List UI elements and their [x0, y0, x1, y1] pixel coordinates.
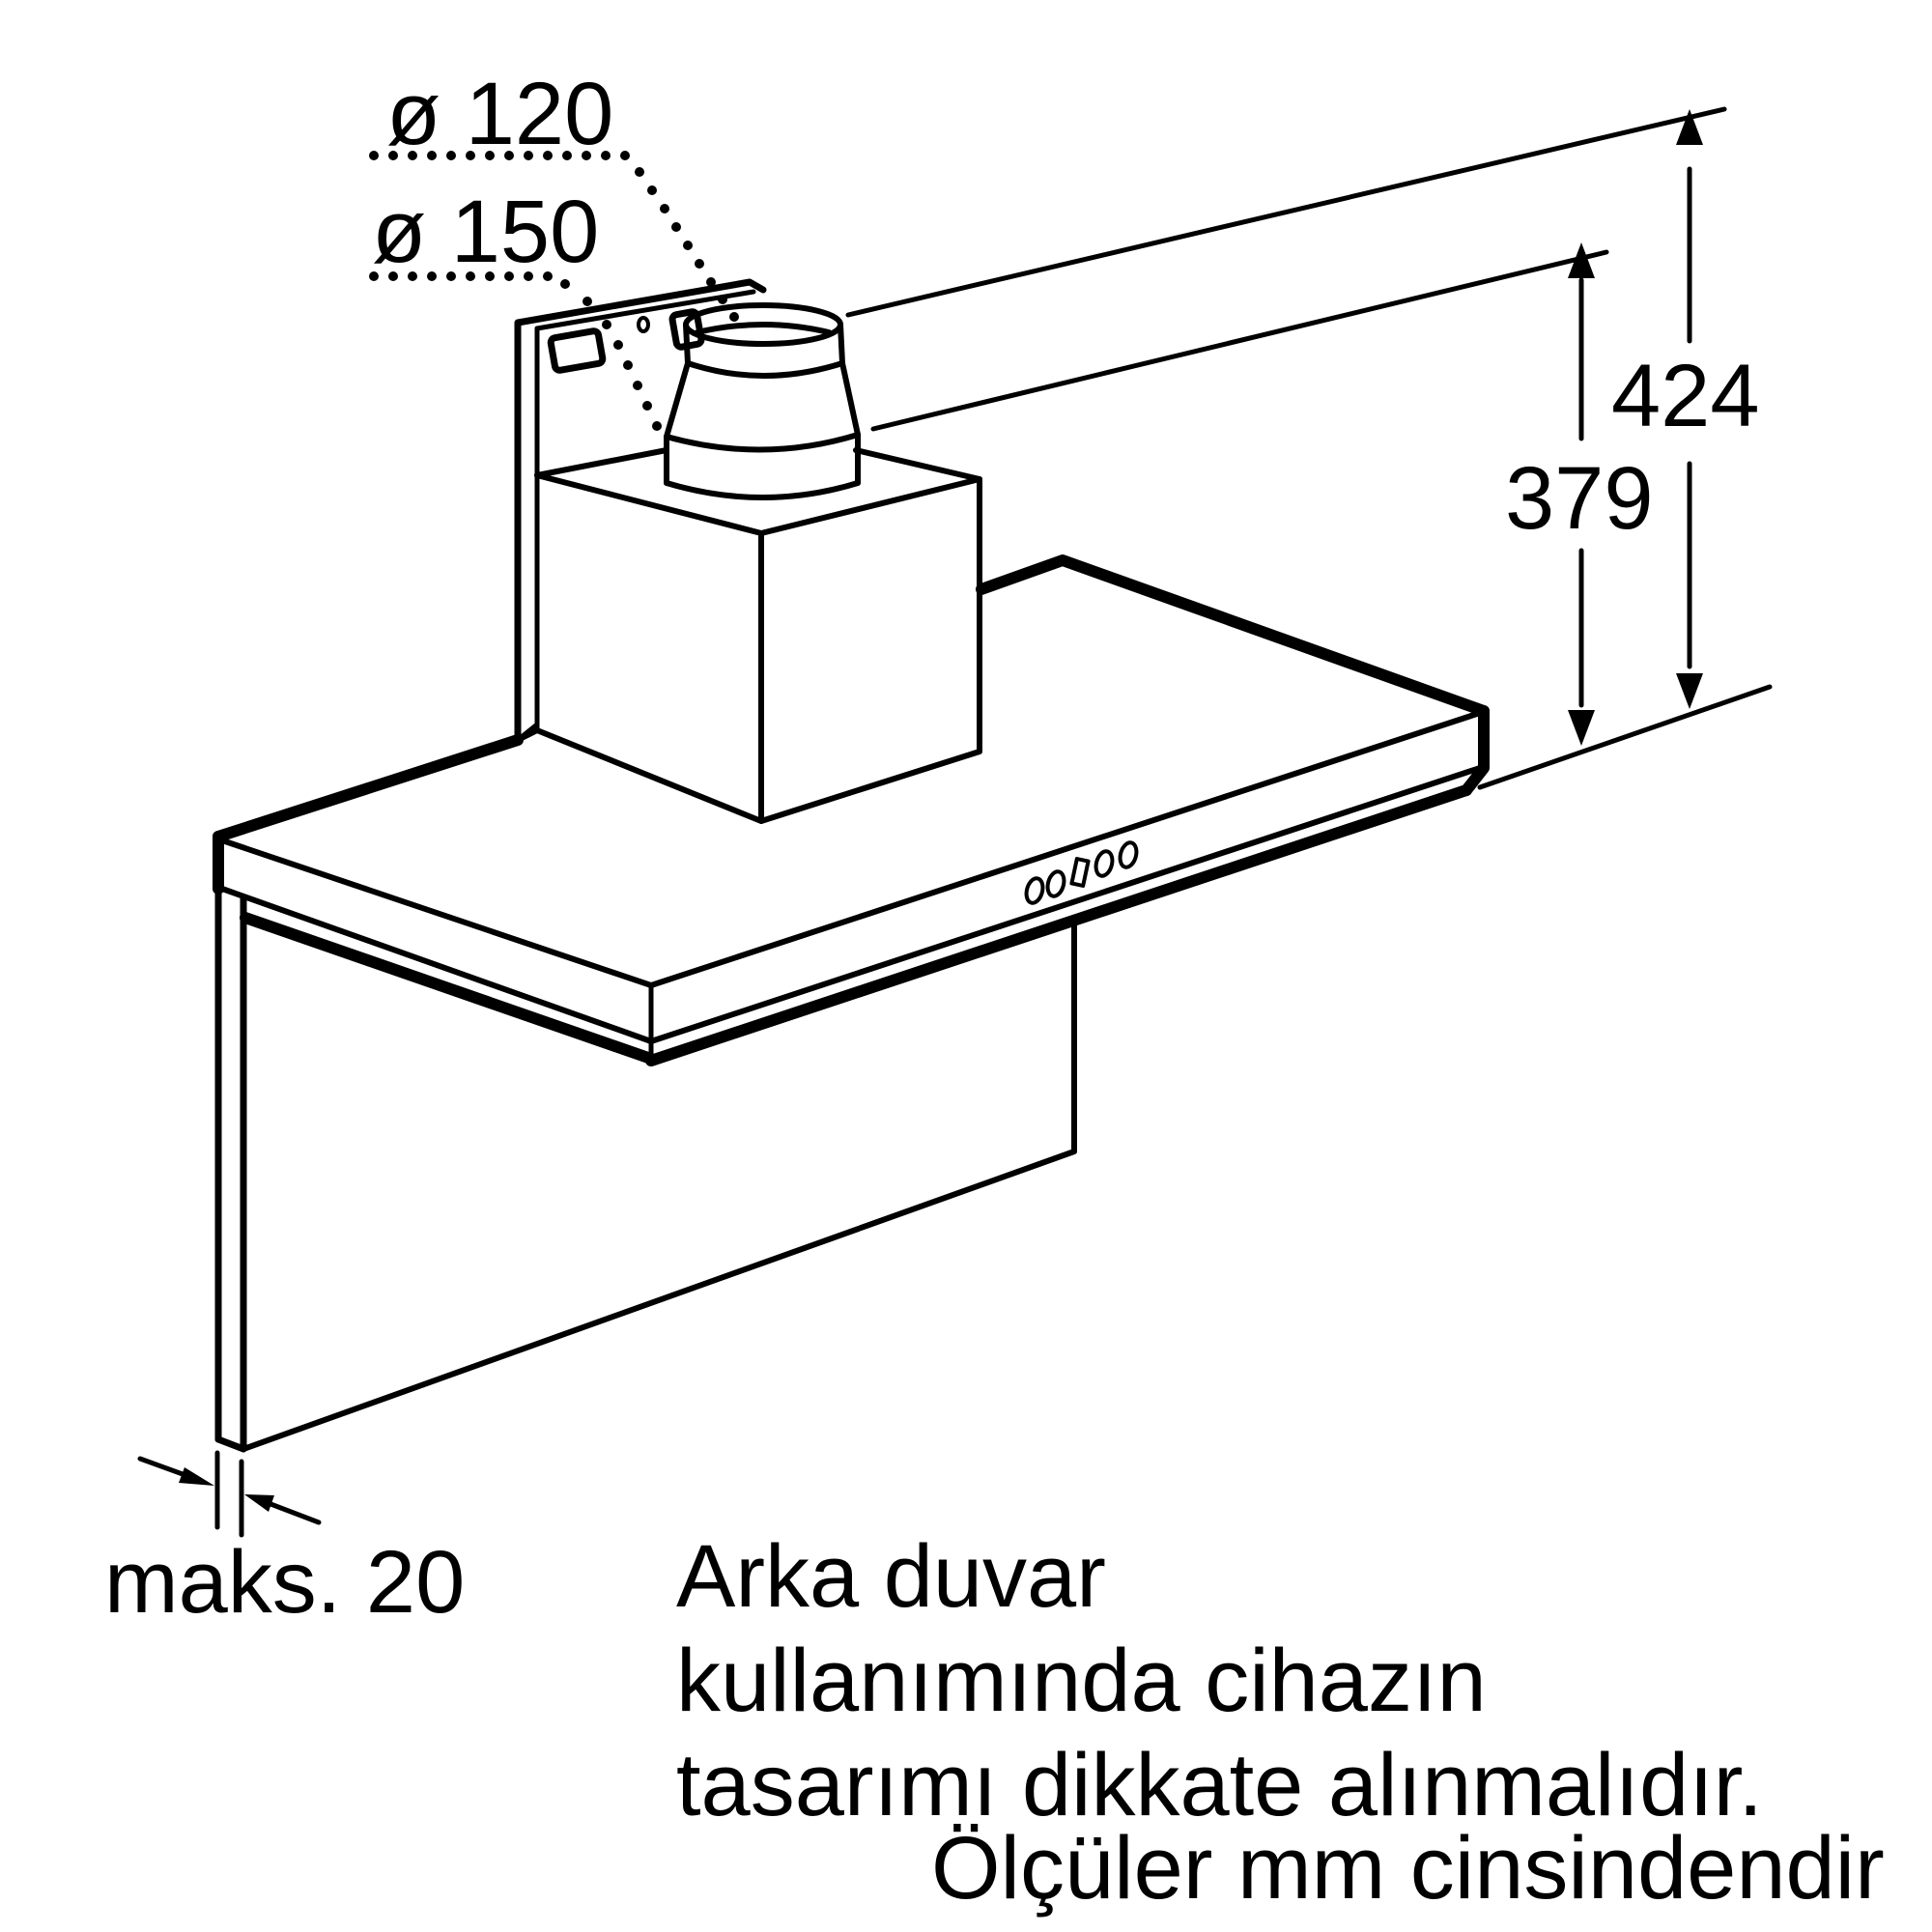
back-wall-panel: [214, 885, 1077, 1453]
height-379-label: 379: [1505, 449, 1654, 548]
wall-gap-dimension: [137, 1450, 322, 1538]
duct-adapter: [664, 302, 861, 500]
diameter-120-label: ø 120: [386, 65, 614, 163]
control-button-5: [1118, 840, 1139, 869]
chimney: [514, 278, 982, 824]
height-424-label: 424: [1611, 347, 1760, 445]
control-button-1: [1024, 876, 1045, 905]
height-dimensions: [845, 106, 1773, 790]
back-wall-note: Arka duvar kullanımında cihazın tasarımı…: [676, 1524, 1763, 1837]
control-button-3: [1069, 857, 1091, 888]
diameter-150-label: ø 150: [372, 183, 600, 281]
vent-slot-left: [547, 327, 607, 374]
diameter-leaders: [369, 151, 739, 431]
control-panel: [1024, 840, 1139, 905]
back-wall-note-line-2: kullanımında cihazın: [676, 1632, 1487, 1730]
wall-gap-label: maks. 20: [104, 1533, 466, 1632]
control-button-2: [1045, 869, 1066, 898]
control-button-4: [1094, 849, 1115, 878]
back-wall-note-line-3: tasarımı dikkate alınmalıdır.: [676, 1736, 1763, 1834]
back-wall-note-line-1: Arka duvar: [676, 1527, 1106, 1626]
units-note: Ölçüler mm cinsindendir: [931, 1819, 1885, 1918]
hood-canopy: [213, 554, 1490, 1066]
